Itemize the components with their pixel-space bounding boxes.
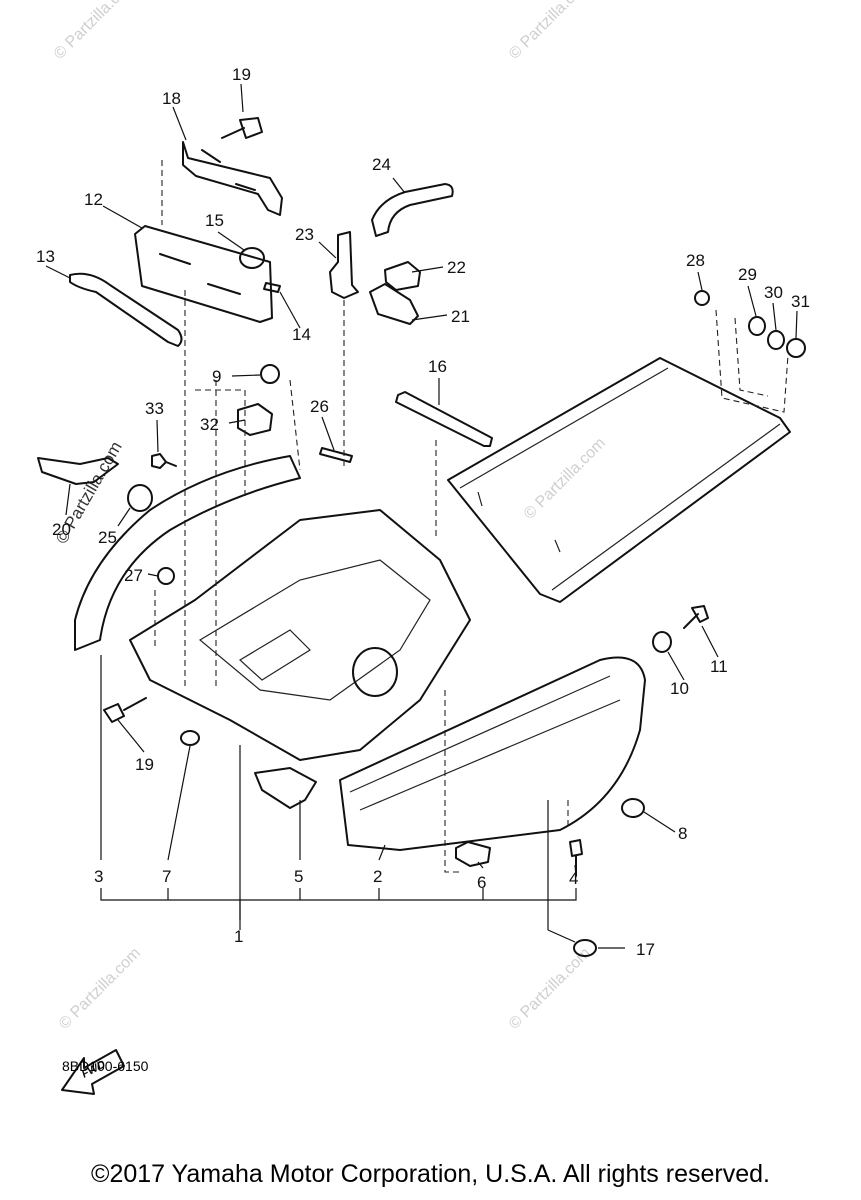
- watermark: © Partzilla.com: [521, 435, 609, 523]
- part-20-guard: [37, 457, 119, 485]
- callout-2: 2: [373, 867, 382, 886]
- part-tail-tray: [447, 357, 791, 603]
- callout-23: 23: [295, 225, 314, 244]
- callouts: 19 18 24 12 15 23 22 13 28 29 30 31 14 2…: [36, 65, 810, 959]
- callout-9: 9: [212, 367, 221, 386]
- part-21-block: [369, 283, 419, 325]
- copyright-notice: ©2017 Yamaha Motor Corporation, U.S.A. A…: [91, 1160, 770, 1188]
- callout-6: 6: [477, 873, 486, 892]
- part-2-side-cowl-right: [339, 656, 646, 851]
- callout-33: 33: [145, 399, 164, 418]
- part-31-cap: [786, 338, 806, 358]
- part-14-clip: [263, 282, 281, 293]
- callout-14: 14: [292, 325, 311, 344]
- callout-15: 15: [205, 211, 224, 230]
- callout-31: 31: [791, 292, 810, 311]
- callout-30: 30: [764, 283, 783, 302]
- part-5-cover: [254, 767, 317, 809]
- part-6-clamp: [455, 841, 491, 867]
- watermark: © Partzilla.com: [506, 0, 594, 63]
- part-12-plate: [134, 225, 273, 323]
- callout-16: 16: [428, 357, 447, 376]
- part-32-bracket: [237, 403, 273, 436]
- part-29-washer: [748, 316, 766, 336]
- part-7-cap: [180, 730, 200, 746]
- part-27-grommet: [157, 567, 175, 585]
- callout-12: 12: [84, 190, 103, 209]
- callout-8: 8: [678, 824, 687, 843]
- part-26-pad: [319, 447, 353, 463]
- part-frame-hole: [352, 647, 398, 697]
- leader-lines: [45, 83, 798, 949]
- callout-5: 5: [294, 867, 303, 886]
- callout-28: 28: [686, 251, 705, 270]
- callout-17: 17: [636, 940, 655, 959]
- callout-25: 25: [98, 528, 117, 547]
- callout-1: 1: [234, 927, 243, 946]
- callout-20: 20: [52, 520, 71, 539]
- part-16-strip: [395, 391, 493, 447]
- callout-11: 11: [710, 657, 728, 676]
- callout-29: 29: [738, 265, 757, 284]
- part-19-bolt-top: [221, 117, 263, 139]
- callout-32: 32: [200, 415, 219, 434]
- callout-27: 27: [124, 566, 143, 585]
- callout-22: 22: [447, 258, 466, 277]
- part-24-handle: [371, 183, 454, 237]
- part-25-bush: [127, 484, 153, 512]
- callout-4: 4: [569, 869, 578, 888]
- part-13-strip: [69, 272, 183, 347]
- part-28-bolt: [694, 290, 710, 306]
- watermark: © Partzilla.com: [51, 0, 139, 63]
- watermark: © Partzilla.com: [56, 945, 144, 1033]
- part-11-bolt: [683, 605, 709, 629]
- watermark: © Partzilla.com: [506, 945, 594, 1033]
- part-33-bolt: [151, 453, 177, 469]
- part-22-block: [384, 261, 421, 291]
- part-30-nut: [767, 330, 785, 350]
- callout-7: 7: [162, 867, 171, 886]
- part-8-plug: [621, 798, 645, 818]
- part-18-bracket: [182, 141, 283, 216]
- part-17-plug: [573, 939, 597, 957]
- callout-21: 21: [451, 307, 470, 326]
- callout-18: 18: [162, 89, 181, 108]
- callout-10: 10: [670, 679, 689, 698]
- diagram-code: 8BD100-6150: [62, 1058, 149, 1074]
- part-frame: [129, 509, 471, 761]
- callout-26: 26: [310, 397, 329, 416]
- callout-19-lower: 19: [135, 755, 154, 774]
- callout-24: 24: [372, 155, 391, 174]
- part-23-bracket: [329, 231, 359, 299]
- part-3-side-cowl-left: [74, 455, 301, 651]
- callout-19-top: 19: [232, 65, 251, 84]
- callout-3: 3: [94, 867, 103, 886]
- parts: [37, 117, 806, 957]
- part-9-nut: [260, 364, 280, 384]
- callout-13: 13: [36, 247, 55, 266]
- part-15-nut: [239, 247, 265, 269]
- part-19-bolt-lower: [103, 697, 147, 723]
- part-10-nut: [652, 631, 672, 653]
